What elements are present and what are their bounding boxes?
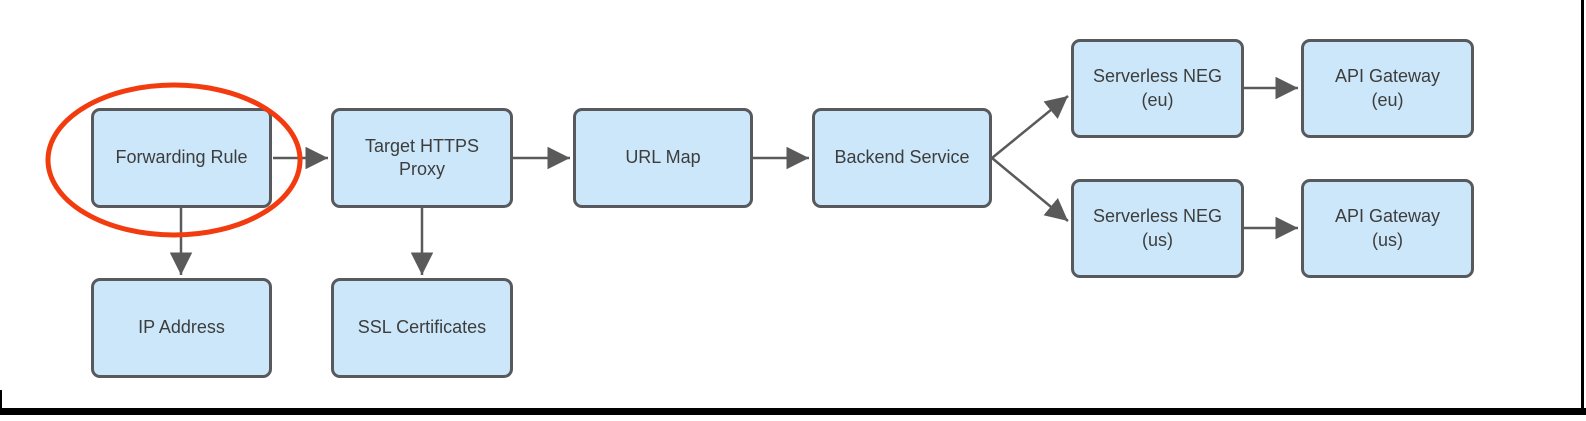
frame-bottom-border [0, 408, 1586, 415]
node-api-gateway-us: API Gateway (us) [1301, 179, 1474, 278]
node-ssl-certificates-label: SSL Certificates [357, 317, 487, 338]
node-serverless-neg-us: Serverless NEG (us) [1071, 179, 1244, 278]
node-serverless-neg-eu: Serverless NEG (eu) [1071, 39, 1244, 138]
node-ip-address-label: IP Address [138, 317, 225, 338]
frame-right-border [1581, 0, 1584, 415]
node-api-gateway-us-label: API Gateway (us) [1334, 206, 1441, 250]
edge-backend-service-to-serverless-neg-eu [991, 95, 1069, 159]
node-url-map-label: URL Map [625, 147, 701, 168]
node-forwarding-rule-label: Forwarding Rule [115, 147, 248, 168]
node-ssl-certificates: SSL Certificates [331, 278, 513, 378]
node-serverless-neg-eu-label: Serverless NEG (eu) [1092, 66, 1223, 110]
node-backend-service-label: Backend Service [834, 147, 970, 168]
node-url-map: URL Map [573, 108, 753, 208]
edge-backend-service-to-serverless-neg-us [991, 157, 1069, 222]
node-ip-address: IP Address [91, 278, 272, 378]
node-serverless-neg-us-label: Serverless NEG (us) [1092, 206, 1223, 250]
node-api-gateway-eu: API Gateway (eu) [1301, 39, 1474, 138]
node-target-https-proxy: Target HTTPS Proxy [331, 108, 513, 208]
node-api-gateway-eu-label: API Gateway (eu) [1334, 66, 1441, 110]
node-target-https-proxy-label: Target HTTPS Proxy [364, 135, 480, 179]
frame-left-border [0, 390, 2, 415]
node-backend-service: Backend Service [812, 108, 992, 208]
node-forwarding-rule: Forwarding Rule [91, 108, 272, 208]
